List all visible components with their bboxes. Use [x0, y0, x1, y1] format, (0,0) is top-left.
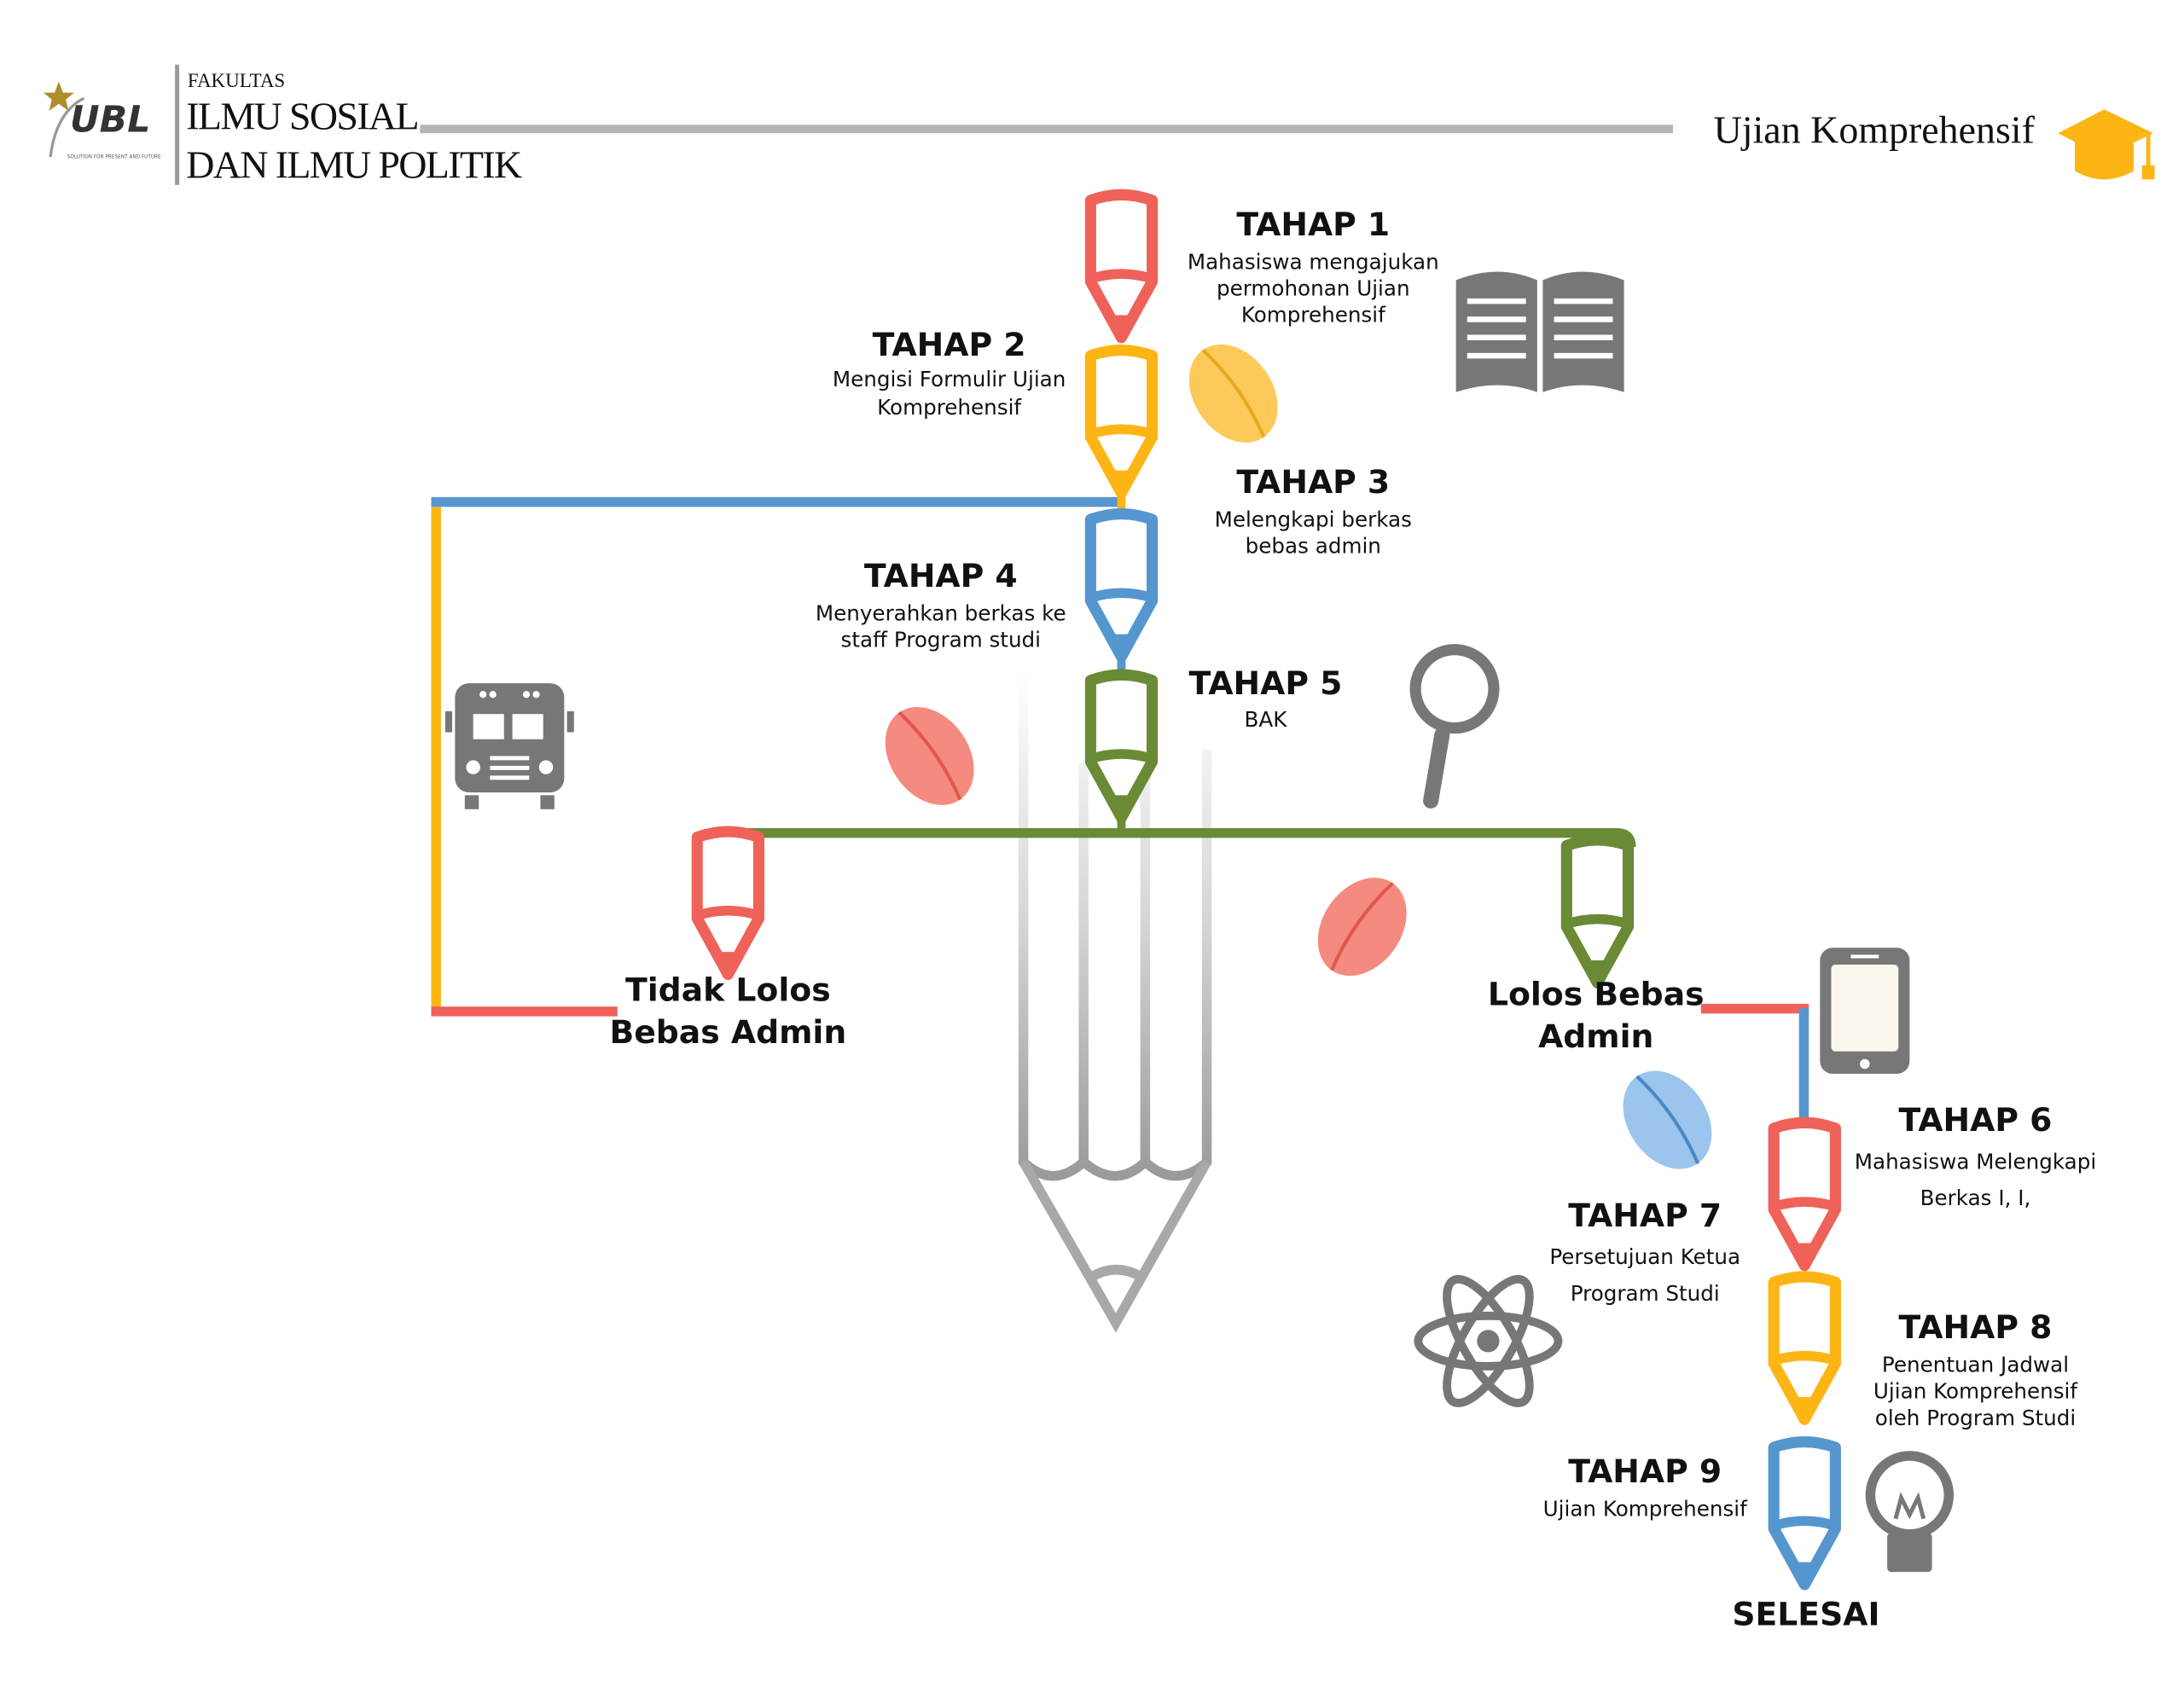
step-title: TAHAP 1 [1236, 206, 1390, 243]
leaf-decorations [885, 344, 1712, 1169]
end-label: SELESAI [1732, 1596, 1879, 1633]
branch-fail-label: Tidak Lolos Bebas Admin [609, 971, 846, 1051]
step-4: TAHAP 4 Menyerahkan berkas ke staff Prog… [816, 557, 1066, 652]
pencil-marker [1768, 1436, 1841, 1591]
svg-text:Bebas Admin: Bebas Admin [609, 1013, 846, 1051]
header-rule [420, 125, 1674, 134]
step-6: TAHAP 6 Mahasiswa Melengkapi Berkas I, I… [1855, 1101, 2096, 1210]
step-title: TAHAP 4 [864, 557, 1018, 594]
header-divider [175, 64, 180, 185]
bus-icon [444, 683, 574, 809]
leaf-icon [1623, 1070, 1712, 1169]
step-2: TAHAP 2 Mengisi Formulir Ujian Komprehen… [833, 326, 1066, 420]
step-description: bebas admin [1246, 533, 1381, 558]
pencil-marker [1768, 1271, 1841, 1425]
pencil-marker [1768, 1116, 1841, 1272]
leaf-icon [1317, 878, 1407, 977]
step-description: permohonan Ujian [1217, 276, 1410, 301]
pencil-marker [1084, 188, 1159, 344]
large-pencil-graphic [1018, 671, 1212, 1333]
step-description: Ujian Komprehensif [1873, 1379, 2078, 1404]
pencil-marker [1084, 669, 1159, 824]
step-description: Mengisi Formulir Ujian [833, 367, 1066, 391]
step-7: TAHAP 7 Persetujuan Ketua Program Studi [1549, 1197, 1740, 1306]
step-title: TAHAP 6 [1899, 1101, 2053, 1139]
branch-pass-label: Lolos Bebas Admin [1488, 976, 1705, 1055]
step-description: Mahasiswa mengajukan [1188, 249, 1439, 274]
step-title: TAHAP 9 [1568, 1452, 1722, 1490]
step-description: BAK [1245, 707, 1288, 732]
faculty-label: FAKULTAS [188, 70, 285, 91]
step-description: Komprehensif [1241, 303, 1386, 328]
pencil-marker [1084, 345, 1159, 499]
svg-text:Lolos Bebas: Lolos Bebas [1488, 976, 1705, 1013]
page-title: Ujian Komprehensif [1714, 108, 2036, 152]
pencil-marker [691, 826, 764, 980]
step-title: TAHAP 5 [1189, 664, 1343, 702]
svg-text:Tidak Lolos: Tidak Lolos [625, 971, 831, 1009]
step-description: Ujian Komprehensif [1543, 1497, 1748, 1522]
step-description: oleh Program Studi [1875, 1406, 2076, 1430]
step-description: staff Program studi [841, 627, 1042, 652]
leaf-icon [1188, 344, 1278, 443]
step-description: Program Studi [1571, 1281, 1720, 1306]
step-description: Melengkapi berkas [1215, 507, 1412, 531]
phone-icon [1820, 948, 1910, 1074]
graduation-cap-icon [2058, 109, 2155, 180]
logo-text: UBL [70, 99, 150, 142]
lightbulb-icon [1865, 1451, 1955, 1573]
step-3: TAHAP 3 Melengkapi berkas bebas admin [1215, 463, 1412, 559]
header: UBL SOLUTION FOR PRESENT AND FUTURE FAKU… [43, 64, 2155, 187]
step-description: Komprehensif [877, 395, 1022, 420]
step-description: Penentuan Jadwal [1882, 1352, 2069, 1377]
pencil-marker [1084, 508, 1159, 663]
book-icon [1455, 271, 1624, 392]
pencil-marker [1560, 834, 1635, 988]
leaf-icon [885, 706, 974, 805]
step-description: Berkas I, I, [1920, 1186, 2031, 1210]
step-title: TAHAP 3 [1236, 463, 1390, 501]
magnifier-icon [1409, 644, 1500, 809]
ubl-logo: UBL SOLUTION FOR PRESENT AND FUTURE [43, 81, 161, 160]
step-title: TAHAP 2 [873, 326, 1026, 363]
step-description: Mahasiswa Melengkapi [1855, 1150, 2096, 1174]
step-1: TAHAP 1 Mahasiswa mengajukan permohonan … [1188, 206, 1439, 328]
step-description: Menyerahkan berkas ke [816, 600, 1066, 625]
faculty-name-line2: DAN ILMU POLITIK [186, 143, 522, 187]
atom-icon [1414, 1274, 1563, 1407]
step-8: TAHAP 8 Penentuan Jadwal Ujian Komprehen… [1873, 1308, 2078, 1430]
step-description: Persetujuan Ketua [1549, 1244, 1740, 1269]
step-9: TAHAP 9 Ujian Komprehensif [1543, 1452, 1748, 1521]
pencil-markers [691, 188, 1841, 1591]
svg-text:Admin: Admin [1538, 1017, 1653, 1055]
step-5: TAHAP 5 BAK [1189, 664, 1343, 732]
faculty-name-line1: ILMU SOSIAL [186, 94, 418, 137]
step-title: TAHAP 7 [1568, 1197, 1722, 1234]
step-title: TAHAP 8 [1899, 1308, 2053, 1346]
logo-tagline: SOLUTION FOR PRESENT AND FUTURE [67, 155, 161, 160]
